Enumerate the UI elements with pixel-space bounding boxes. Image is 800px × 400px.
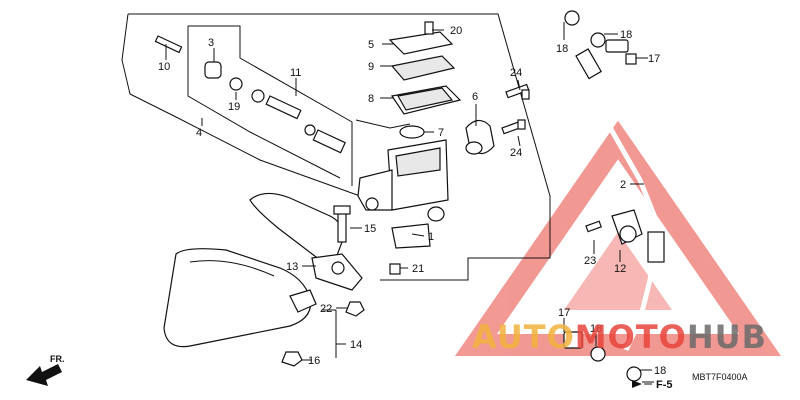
- brake-lever: [249, 192, 363, 291]
- front-direction-arrow: FR.: [26, 354, 65, 386]
- callout-12: 12: [614, 263, 626, 275]
- callout-6: 6: [472, 91, 478, 103]
- callout-19: 19: [228, 101, 240, 113]
- hose-clamp: [585, 209, 643, 245]
- callout-17-bottom: 17: [558, 307, 570, 319]
- svg-text:AUTOMOTOHUB: AUTOMOTOHUB: [472, 318, 767, 356]
- callout-24-upper: 24: [510, 67, 522, 79]
- handlebar-clamp: [465, 119, 495, 155]
- callout-15: 15: [364, 223, 376, 235]
- callout-21: 21: [412, 263, 424, 275]
- leader-lines: [165, 22, 654, 383]
- clamp-bolts: [501, 83, 530, 135]
- callout-11: 11: [290, 67, 301, 79]
- callout-14: 14: [350, 339, 362, 351]
- callout-20: 20: [450, 25, 462, 37]
- callout-9: 9: [368, 61, 374, 73]
- watermark-part-hub: HUB: [687, 318, 767, 356]
- direction-label: FR.: [50, 354, 65, 364]
- callout-5: 5: [368, 39, 374, 51]
- callout-16: 16: [308, 355, 320, 367]
- diagram-code: MBT7F0400A: [692, 372, 748, 382]
- piston-kit: [204, 61, 346, 154]
- upper-banjo-fittings: [564, 10, 637, 65]
- callout-3: 3: [208, 37, 214, 49]
- callout-8: 8: [368, 93, 374, 105]
- callout-22: 22: [320, 303, 332, 315]
- reference-label: F-5: [656, 379, 673, 391]
- callout-18-top-right: 18: [620, 29, 632, 41]
- callout-18-top-left: 18: [556, 43, 568, 55]
- callout-labels: 20 5 9 8 7 6 24 24 3 10 11 19 4 1 15 21 …: [158, 25, 666, 377]
- callout-4: 4: [196, 127, 202, 139]
- callout-23: 23: [584, 255, 596, 267]
- callout-18-bottom-right: 18: [654, 365, 666, 377]
- master-cylinder-body: [357, 139, 449, 249]
- callout-7: 7: [438, 127, 444, 139]
- callout-18-bottom-left: 18: [590, 323, 602, 335]
- lever-cover: [163, 248, 317, 348]
- assembly-frame: [121, 13, 551, 281]
- adjuster-bolt: [333, 205, 351, 243]
- reservoir-cap-stack: [388, 21, 462, 139]
- reference-f5: F-5: [632, 379, 673, 391]
- watermark-logo: AUTOMOTOHUB: [472, 318, 767, 356]
- callout-24-lower: 24: [510, 147, 522, 159]
- callout-17-top: 17: [648, 53, 660, 65]
- small-fasteners: [281, 263, 401, 367]
- watermark-part-auto: AUTO: [472, 318, 575, 356]
- brake-hose: [553, 13, 665, 352]
- watermark-part-moto: MOTO: [575, 318, 687, 356]
- callout-13: 13: [286, 261, 298, 273]
- callout-1: 1: [428, 231, 434, 243]
- callout-10: 10: [158, 61, 170, 73]
- pivot-bolt: [154, 35, 183, 54]
- watermark-triangle: [454, 120, 782, 356]
- callout-2: 2: [620, 179, 626, 191]
